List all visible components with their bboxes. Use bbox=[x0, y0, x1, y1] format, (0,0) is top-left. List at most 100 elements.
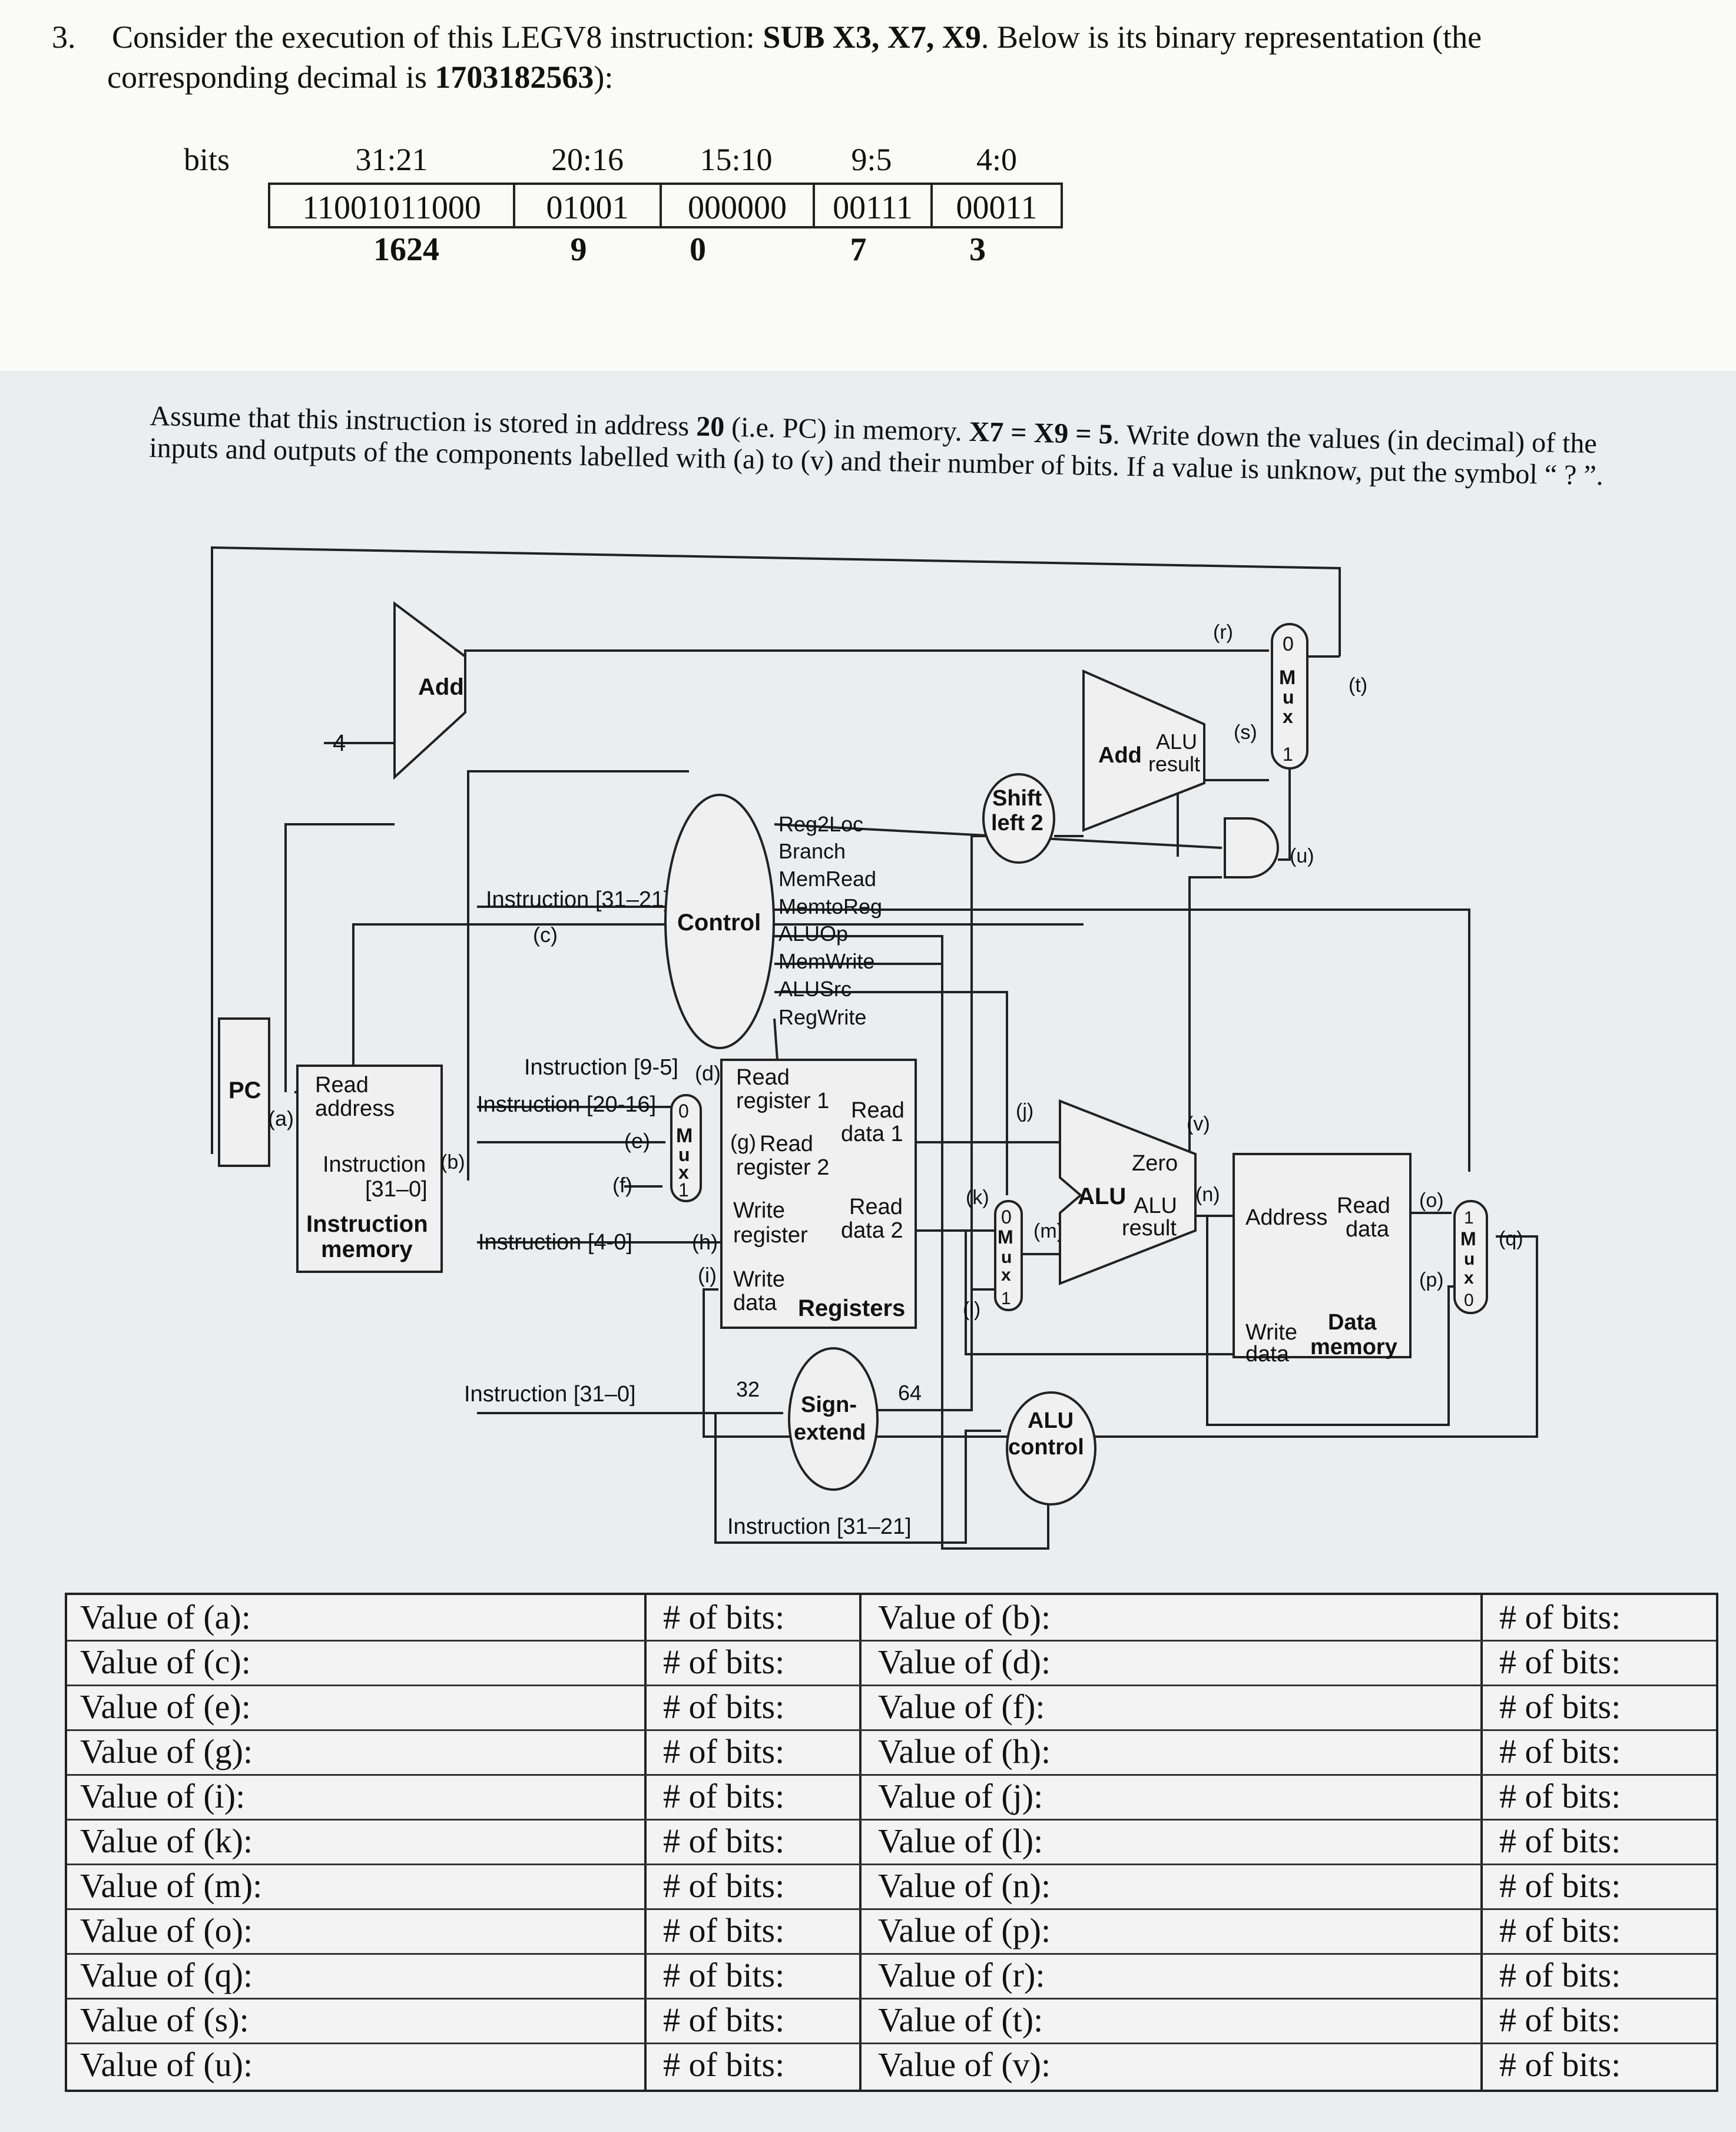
branch-adder bbox=[1082, 669, 1205, 832]
bits-label: # of bits: bbox=[1499, 1687, 1621, 1726]
alusrc-mux bbox=[994, 1200, 1023, 1311]
value-label: Value of (n): bbox=[878, 1866, 1051, 1905]
mux-in0: 0 bbox=[678, 1100, 689, 1122]
instr-mem-label-1: Instruction bbox=[306, 1211, 428, 1237]
question-text-line2: corresponding decimal is 1703182563): bbox=[107, 59, 613, 95]
mux-in0: 0 bbox=[1001, 1206, 1012, 1228]
read-reg2-label-2: register 2 bbox=[736, 1155, 829, 1180]
pc-to-branch-add-wire bbox=[352, 923, 1084, 1092]
bits-label: # of bits: bbox=[1499, 1598, 1621, 1636]
alusrc-ctrl-wire bbox=[774, 991, 1008, 1195]
reg2loc-mux bbox=[670, 1094, 702, 1202]
table-row: Value of (g): # of bits: Value of (h): #… bbox=[67, 1729, 1716, 1776]
mux-letter-m: M bbox=[998, 1226, 1013, 1248]
read-data1-label: Read bbox=[851, 1098, 905, 1123]
sign-extend-label-1: Sign- bbox=[801, 1392, 857, 1417]
pc-feedback-wire bbox=[211, 546, 1341, 1154]
question-text: . Below is its binary representation (th… bbox=[980, 19, 1482, 55]
constant-four: 4 bbox=[333, 730, 346, 756]
read-address-label-1: Read bbox=[315, 1073, 369, 1098]
label-d: (d) bbox=[695, 1061, 721, 1085]
dm-name-label-1: Data bbox=[1328, 1310, 1377, 1335]
sign-extend-unit bbox=[788, 1347, 879, 1491]
instr-mem-label-2: memory bbox=[321, 1236, 413, 1262]
read-reg1-label-2: register 1 bbox=[736, 1089, 829, 1113]
add-to-mux-wire bbox=[464, 649, 1269, 680]
bits-label: # of bits: bbox=[663, 1777, 785, 1815]
aluop-ctrl-wire bbox=[774, 935, 1049, 1550]
value-label: Value of (a): bbox=[80, 1598, 251, 1636]
register-file bbox=[720, 1059, 917, 1329]
question-text: Consider the execution of this LEGV8 ins… bbox=[112, 19, 763, 55]
value-label: Value of (g): bbox=[80, 1732, 253, 1770]
instr-31-0-label: Instruction [31–0] bbox=[464, 1382, 636, 1407]
field-decimal: 3 bbox=[969, 231, 986, 268]
label-p: (p) bbox=[1419, 1269, 1444, 1291]
instruction-text: SUB X3, X7, X9 bbox=[763, 19, 981, 55]
write-reg-label: Write bbox=[733, 1198, 785, 1223]
table-row: Value of (u): # of bits: Value of (v): #… bbox=[67, 2043, 1716, 2087]
mux-in0: 0 bbox=[1283, 633, 1294, 655]
question-header: 3. Consider the execution of this LEGV8 … bbox=[0, 0, 1736, 371]
instr-31-21-bottom-label: Instruction [31–21] bbox=[727, 1514, 912, 1539]
table-row: Value of (k): # of bits: Value of (l): #… bbox=[67, 1819, 1716, 1865]
value-label: Value of (l): bbox=[878, 1822, 1043, 1860]
label-c: (c) bbox=[533, 923, 558, 947]
table-divider bbox=[1480, 1595, 1483, 2090]
label-l: (l) bbox=[963, 1298, 980, 1321]
label-g: (g) bbox=[730, 1130, 756, 1154]
value-label: Value of (o): bbox=[80, 1911, 253, 1949]
pc-register bbox=[218, 1017, 270, 1167]
bits-label: # of bits: bbox=[663, 1687, 785, 1726]
mux-in1: 1 bbox=[1001, 1289, 1011, 1308]
mux-letter-m: M bbox=[676, 1125, 693, 1147]
zero-wire bbox=[1188, 876, 1222, 1166]
shift-left-unit bbox=[982, 773, 1055, 864]
mux-letter-u: u bbox=[1464, 1249, 1475, 1269]
ctrl-memread: MemRead bbox=[778, 867, 876, 891]
table-row: Value of (m): # of bits: Value of (n): #… bbox=[67, 1864, 1716, 1910]
value-label: Value of (v): bbox=[878, 2045, 1051, 2084]
mux-letter-u: u bbox=[1001, 1248, 1012, 1267]
mux-letter-x: x bbox=[1001, 1265, 1011, 1285]
memtoreg-ctrl-wire bbox=[774, 908, 1470, 1172]
question-text: ): bbox=[594, 59, 614, 95]
mux-letter-x: x bbox=[1283, 706, 1293, 727]
bits-label: # of bits: bbox=[663, 1911, 785, 1949]
field-binary: 00011 bbox=[930, 183, 1063, 228]
branch-add-label: Add bbox=[1098, 743, 1142, 768]
value-label: Value of (j): bbox=[878, 1777, 1043, 1815]
bits-label: # of bits: bbox=[663, 1643, 785, 1681]
alu-control-label-2: control bbox=[1008, 1435, 1084, 1460]
label-k: (k) bbox=[966, 1186, 989, 1209]
label-h: (h) bbox=[692, 1230, 718, 1254]
instr-31-21-alu-wire bbox=[714, 1413, 1001, 1544]
value-label: Value of (r): bbox=[878, 1956, 1045, 1994]
ctrl-aluop: ALUOp bbox=[778, 921, 848, 946]
table-divider bbox=[859, 1595, 862, 2090]
write-data-label: Write bbox=[733, 1267, 785, 1292]
instr-out-range: [31–0] bbox=[365, 1177, 428, 1202]
label-b: (b) bbox=[440, 1151, 465, 1173]
instruction-memory bbox=[296, 1065, 443, 1273]
value-label: Value of (k): bbox=[80, 1822, 253, 1860]
dm-write-label-1: Write bbox=[1245, 1320, 1297, 1345]
label-v: (v) bbox=[1187, 1113, 1210, 1135]
ctrl-alusrc: ALUSrc bbox=[778, 977, 852, 1001]
bits-label: # of bits: bbox=[1499, 1911, 1621, 1949]
branch-alu-result-2: result bbox=[1148, 752, 1200, 776]
question-text: corresponding decimal is bbox=[107, 59, 435, 95]
value-label: Value of (s): bbox=[80, 2001, 249, 2039]
branch-and-gate bbox=[1224, 817, 1279, 878]
width-64-label: 64 bbox=[898, 1381, 922, 1405]
ctrl-branch: Branch bbox=[778, 839, 846, 863]
bits-label: # of bits: bbox=[1499, 2001, 1621, 2039]
ctrl-memwrite: MemWrite bbox=[778, 949, 874, 973]
field-range: 31:21 bbox=[355, 142, 428, 177]
bits-label: # of bits: bbox=[1499, 1822, 1621, 1860]
bits-label: # of bits: bbox=[1499, 1866, 1621, 1905]
write-data-label-2: data bbox=[733, 1291, 777, 1315]
value-label: Value of (p): bbox=[878, 1911, 1051, 1949]
table-row: Value of (q): # of bits: Value of (r): #… bbox=[67, 1953, 1716, 2000]
alu-control-label-1: ALU bbox=[1028, 1408, 1074, 1433]
